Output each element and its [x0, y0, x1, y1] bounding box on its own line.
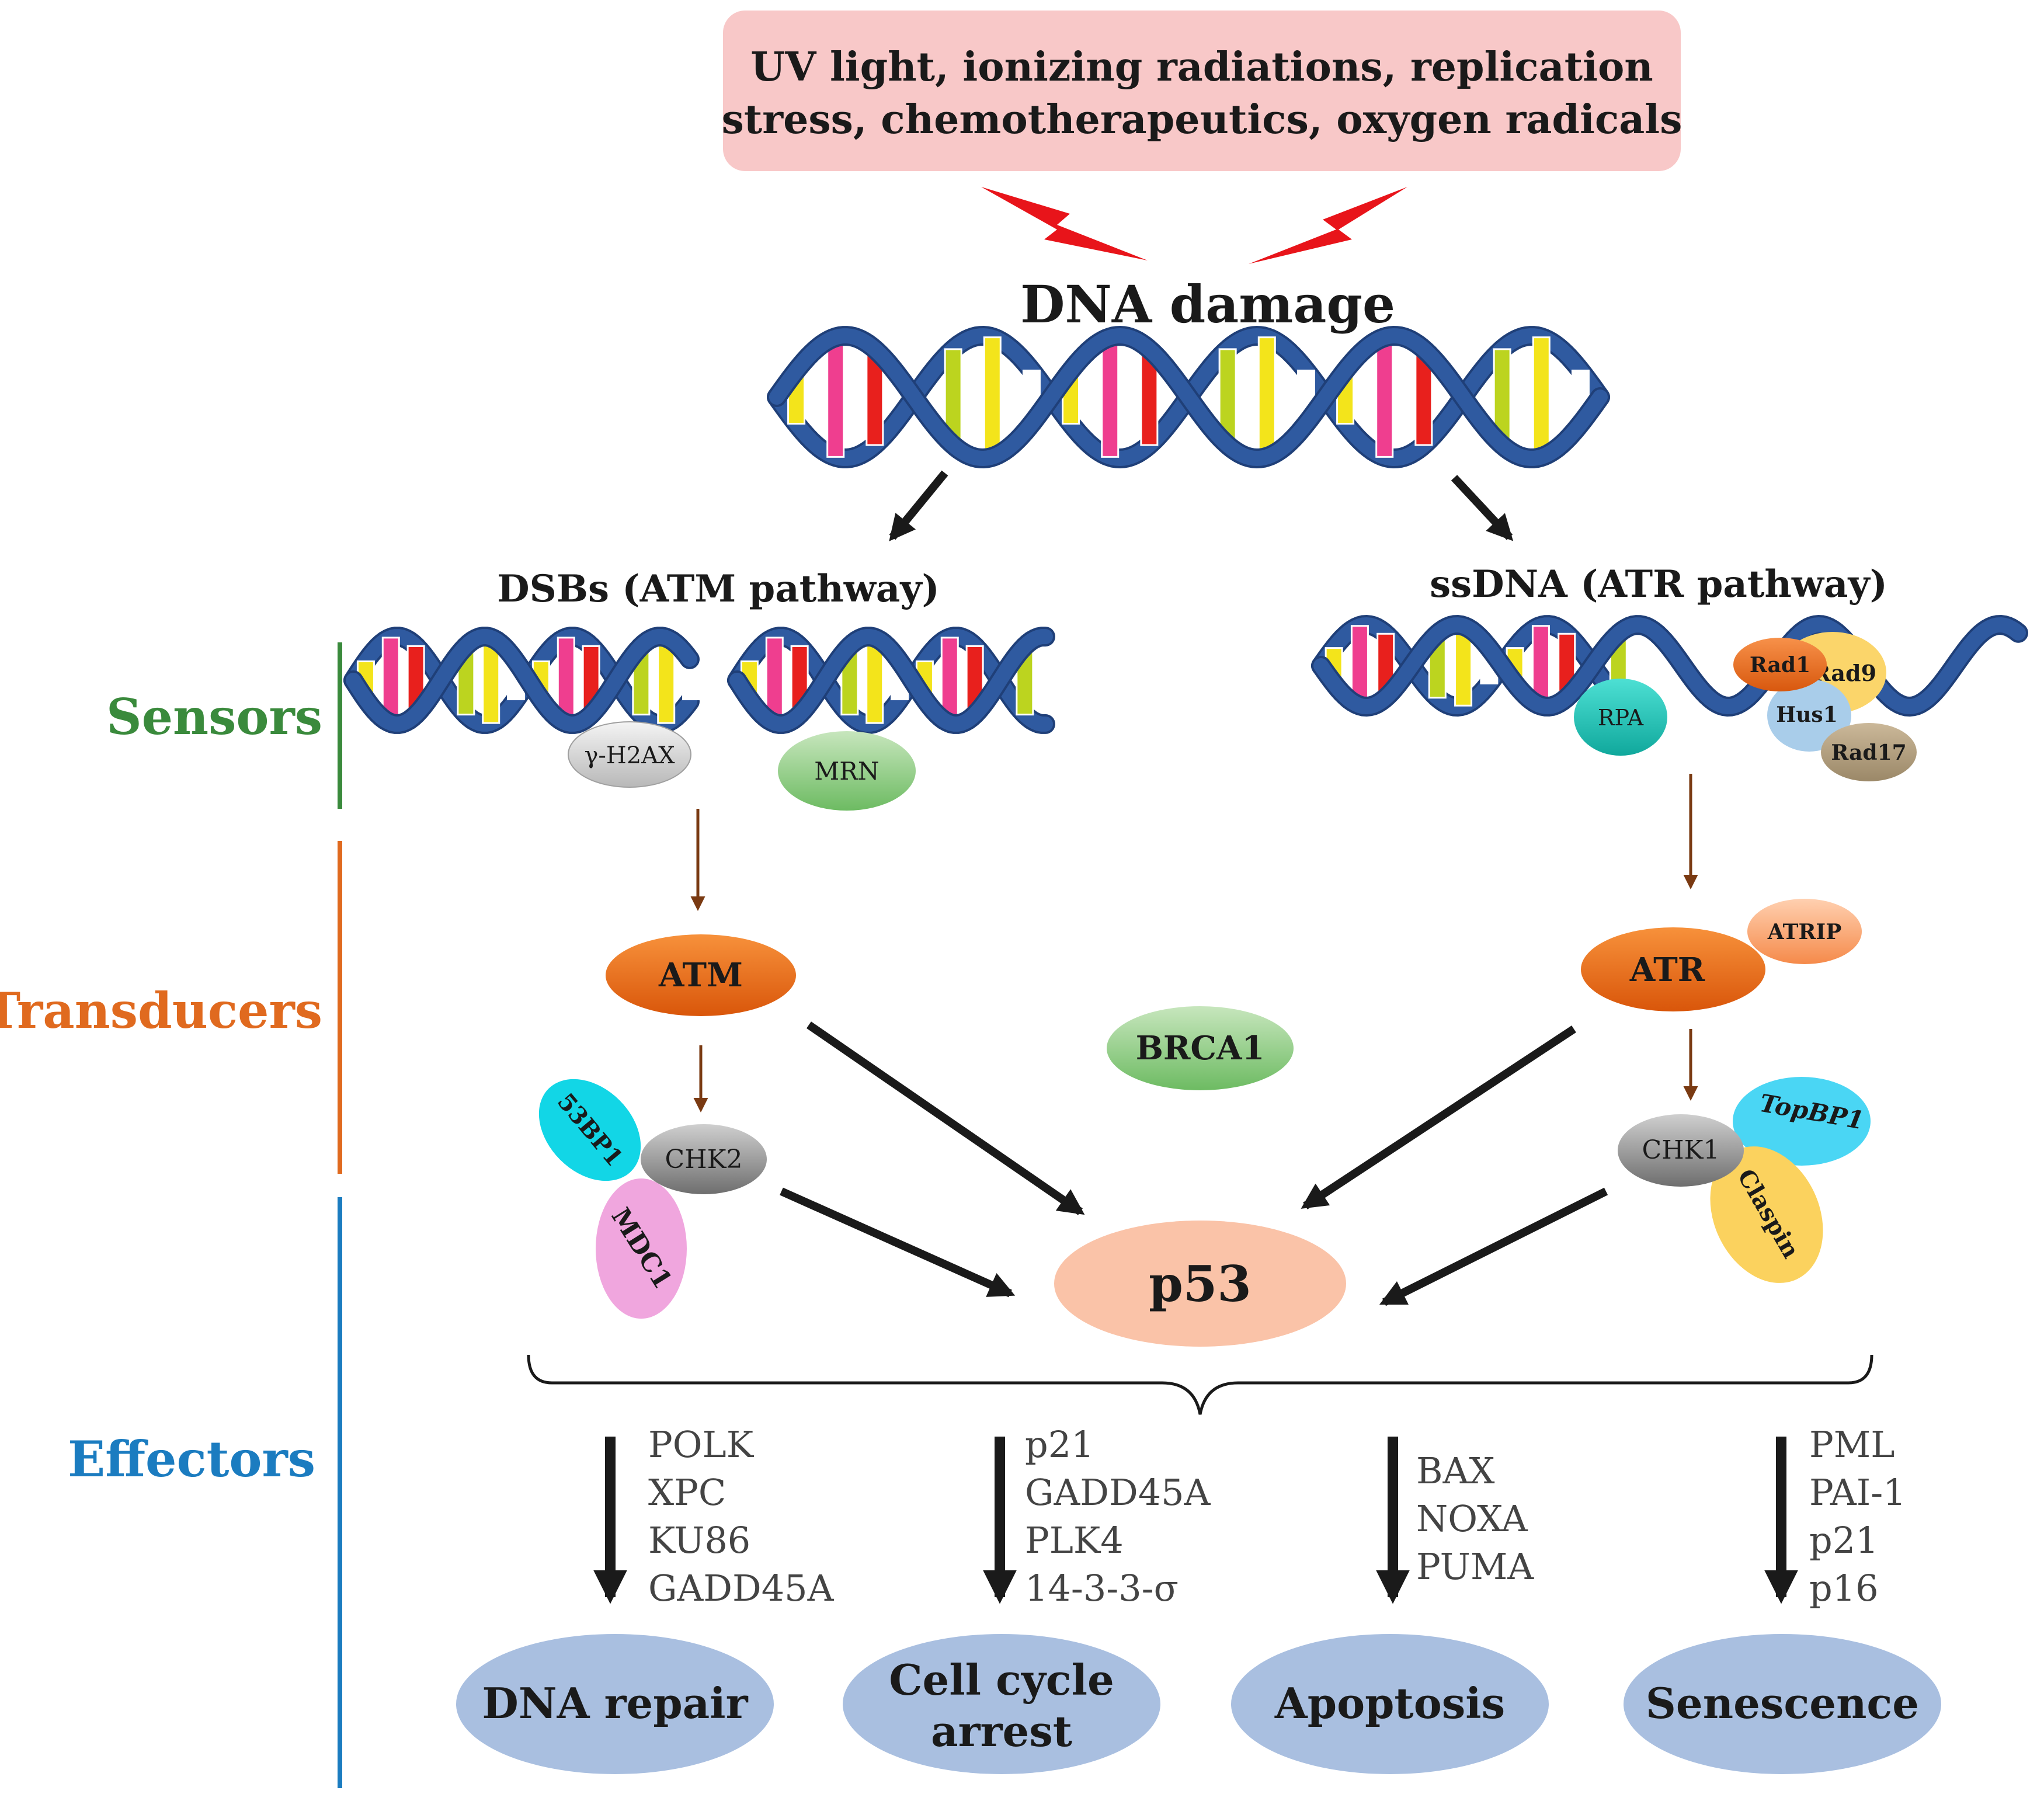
gene-item: XPC [648, 1471, 726, 1514]
chk2-label: CHK2 [665, 1145, 743, 1174]
h2ax-protein [568, 721, 691, 788]
dna-damage-title: DNA damage [1020, 274, 1395, 335]
lightning-right-icon [1249, 187, 1407, 264]
trigger-line-1: UV light, ionizing radiations, replicati… [750, 44, 1653, 91]
rpa-protein [1574, 679, 1667, 756]
gene-item: GADD45A [1025, 1471, 1211, 1514]
outcome-apoptosis-label: Apoptosis [1274, 1678, 1505, 1728]
dna-helix-icon [767, 325, 1610, 469]
trigger-line-2: stress, chemotherapeutics, oxygen radica… [722, 96, 1683, 143]
gene-item: 14-3-3-σ [1025, 1567, 1179, 1609]
transducers-label: Transducers [0, 982, 322, 1039]
rpa-label: RPA [1598, 705, 1644, 731]
arrest-genes: p21 GADD45A PLK4 14-3-3-σ [1025, 1423, 1211, 1609]
gene-item: p21 [1809, 1519, 1879, 1562]
brca1-label: BRCA1 [1136, 1029, 1265, 1068]
rad17-protein [1821, 723, 1917, 781]
arrow-chk2-to-p53 [780, 1187, 1016, 1298]
repair-genes: POLK XPC KU86 GADD45A [648, 1423, 835, 1609]
gene-item: PML [1809, 1423, 1894, 1466]
gene-item: GADD45A [648, 1567, 835, 1609]
outcome-dna-repair [456, 1634, 774, 1774]
arrow-atr-to-p53 [1301, 1025, 1576, 1209]
gene-item: p21 [1025, 1423, 1094, 1466]
mdc1-protein [596, 1178, 687, 1319]
outcome-senescence [1624, 1634, 1941, 1774]
gene-item: BAX [1416, 1449, 1494, 1492]
effectors-label: Effectors [68, 1430, 315, 1488]
claspin-protein [1710, 1146, 1823, 1283]
h2ax-label: γ-H2AX [584, 742, 675, 769]
rad17-label: Rad17 [1831, 740, 1906, 765]
effector-brace [527, 1354, 1873, 1415]
arrow-to-atr-pathway [1451, 475, 1514, 541]
53bp1-protein [538, 1079, 641, 1181]
gene-item: p16 [1809, 1567, 1879, 1609]
ssdna-helix-icon [1311, 614, 2028, 717]
p53-protein [1054, 1221, 1346, 1347]
rad1-protein [1733, 638, 1827, 691]
rad1-label: Rad1 [1750, 653, 1810, 677]
outcome-dna-repair-label: DNA repair [482, 1678, 748, 1728]
arrow-chk1-to-p53 [1379, 1187, 1608, 1306]
gene-item: PAI-1 [1809, 1471, 1906, 1514]
chk1-protein [1618, 1114, 1744, 1187]
atr-label: ATR [1629, 951, 1705, 989]
hus1-label: Hus1 [1776, 703, 1838, 727]
atm-pathway-label: DSBs (ATM pathway) [497, 567, 940, 611]
atrip-label: ATRIP [1767, 920, 1842, 944]
lightning-left-icon [981, 187, 1148, 260]
atm-protein [606, 934, 796, 1016]
dsb-dna-right-icon [727, 627, 1055, 734]
senescence-genes: PML PAI-1 p21 p16 [1809, 1423, 1906, 1609]
p53-label: p53 [1149, 1255, 1252, 1313]
dsb-dna-left-icon [343, 627, 701, 734]
gene-item: PUMA [1416, 1545, 1534, 1588]
hus1-protein [1767, 679, 1851, 752]
gene-item: NOXA [1416, 1497, 1528, 1540]
gene-item: KU86 [648, 1519, 750, 1562]
mrn-label: MRN [814, 757, 879, 785]
topbp1-protein [1733, 1077, 1871, 1166]
sensors-label: Sensors [106, 688, 322, 746]
chk1-label: CHK1 [1642, 1135, 1720, 1165]
brca1-protein [1107, 1006, 1294, 1090]
apoptosis-genes: BAX NOXA PUMA [1416, 1449, 1534, 1588]
outcome-senescence-label: Senescence [1646, 1678, 1919, 1728]
atr-protein [1581, 927, 1765, 1011]
mrn-protein [778, 731, 916, 811]
outcome-cell-cycle-arrest [843, 1634, 1160, 1774]
atr-pathway-label: ssDNA (ATR pathway) [1430, 562, 1887, 606]
chk2-protein [641, 1124, 767, 1194]
gene-item: PLK4 [1025, 1519, 1124, 1562]
atrip-protein [1747, 899, 1862, 964]
outcome-arrest-label-2: arrest [931, 1706, 1072, 1756]
atm-label: ATM [658, 956, 743, 995]
arrow-to-atm-pathway [889, 470, 948, 541]
gene-item: POLK [648, 1423, 755, 1466]
outcome-apoptosis [1231, 1634, 1549, 1774]
outcome-arrest-label-1: Cell cycle [889, 1655, 1114, 1705]
arrow-atm-to-p53 [807, 1021, 1085, 1215]
trigger-box: UV light, ionizing radiations, replicati… [722, 11, 1683, 171]
